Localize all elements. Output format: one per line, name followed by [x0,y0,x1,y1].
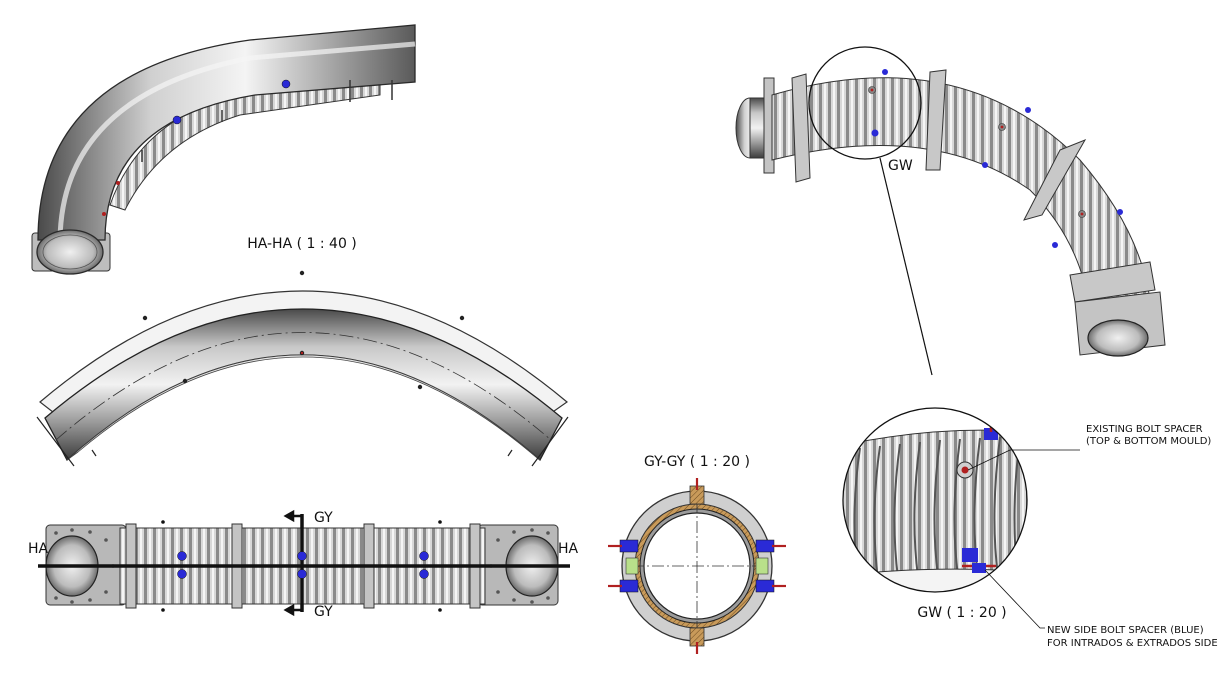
callout-new-line1: NEW SIDE BOLT SPACER (BLUE) [1047,625,1204,636]
cut-label-ha-right: HA [558,541,579,557]
detail-frame [842,407,1028,593]
pipe-bore [36,229,104,275]
cut-label-ha-left: HA [28,541,49,557]
section-ha-title: HA-HA ( 1 : 40 ) [247,236,357,252]
bellows-band [109,77,381,211]
detail-gw-view [842,407,1080,629]
plan-view [38,509,570,617]
bent-pipe [37,24,416,241]
curved-pipe-section [44,308,563,462]
detail-circle-gw [808,46,922,160]
detail-leader [879,157,933,376]
section-gy-title: GY-GY ( 1 : 20 ) [644,454,750,470]
detail-gw-title: GW ( 1 : 20 ) [917,605,1006,621]
cut-label-gy-top: GY [314,510,333,526]
new-side-bolt-spacer [962,548,978,562]
callout-new-line2: FOR INTRADOS & EXTRADOS SIDE [1047,638,1218,649]
bolt-spacer-blue [281,79,291,89]
callout-leader-new [984,569,1045,629]
callout-existing-line2: (TOP & BOTTOM MOULD) [1086,436,1211,447]
section-gy-view [608,478,786,654]
detail-marker-gw: GW [888,158,913,174]
centerline [55,332,552,441]
section-ha-view [36,270,569,467]
callout-leader-existing [967,449,1080,471]
cut-label-gy-bottom: GY [314,604,333,620]
isometric-bend-view [31,24,416,275]
isometric-bellows-view [735,46,1166,376]
bolt-spacer-blue [172,115,182,125]
callout-existing-line1: EXISTING BOLT SPACER [1086,424,1203,435]
